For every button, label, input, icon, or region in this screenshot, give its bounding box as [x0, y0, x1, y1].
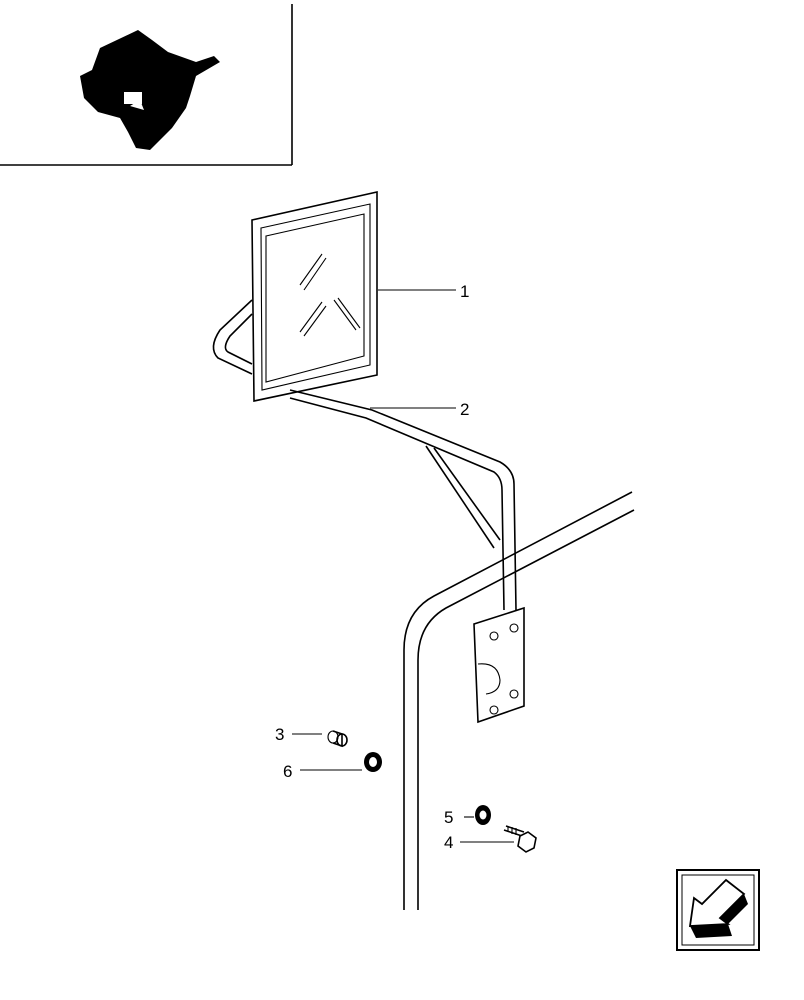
- tractor-cab-thumbnail-icon: [80, 30, 220, 150]
- callout-label-4: 4: [444, 833, 453, 852]
- hardware-part-5: [475, 805, 491, 825]
- callout-label-6: 6: [283, 762, 292, 781]
- hardware-part-4: [503, 825, 537, 853]
- callout-label-3: 3: [275, 725, 284, 744]
- mirror-part-1: [251, 191, 378, 402]
- hardware-part-6: [364, 752, 382, 772]
- back-arrow-icon[interactable]: [676, 869, 760, 951]
- cab-frame-pillar: [403, 491, 635, 910]
- callout-label-2: 2: [460, 400, 469, 419]
- mirror-arm-part-2: [212, 299, 525, 724]
- callout-label-5: 5: [444, 808, 453, 827]
- leader-lines: [292, 289, 514, 843]
- hardware-part-3: [327, 730, 348, 748]
- callout-label-1: 1: [460, 282, 469, 301]
- thumbnail-frame: [0, 4, 293, 166]
